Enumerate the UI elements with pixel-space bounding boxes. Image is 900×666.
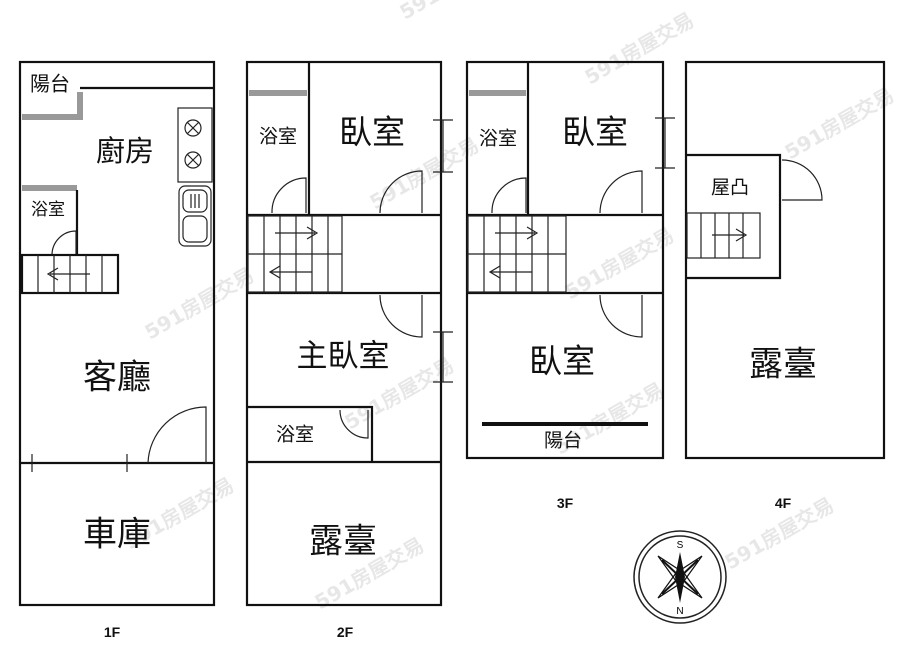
compass-icon: S N [633,530,727,624]
floor-4f: 屋凸 露臺 4F [684,60,886,511]
room-label-garage: 車庫 [83,515,151,555]
floor-label-2f: 2F [337,624,354,640]
watermark: 591房屋交易 [396,0,513,24]
compass-north-label: N [676,606,683,617]
compass-south-label: S [677,540,684,551]
stove-icon [177,107,213,183]
room-label-bath: 浴室 [479,128,517,150]
watermark: 591房屋交易 [781,83,898,165]
sink-icon [178,185,212,247]
room-label-roof: 屋凸 [711,177,749,199]
room-label-terrace: 露臺 [309,522,377,562]
watermark: 591房屋交易 [581,8,698,90]
room-label-kitchen: 廚房 [96,134,154,168]
room-label-bath: 浴室 [259,126,297,148]
room-label-bedroom: 臥室 [562,113,628,152]
floor-label-4f: 4F [775,495,792,511]
room-label-bath-2: 浴室 [276,424,314,446]
room-label-bedroom: 臥室 [339,113,405,152]
room-label-master-bedroom: 主臥室 [297,339,390,375]
room-label-balcony: 陽台 [30,72,70,96]
floor-1f: 陽台 廚房 浴室 客廳 車庫 1F [18,60,216,640]
floor-label-1f: 1F [104,624,121,640]
room-label-bedroom-2: 臥室 [529,342,595,381]
room-label-terrace: 露臺 [749,345,817,385]
stairs-icon [686,212,761,259]
watermark: 591房屋交易 [141,263,258,345]
floor-3f: 浴室 臥室 臥室 陽台 3F [465,60,675,511]
room-label-living: 客廳 [83,358,151,398]
floor-2f: 浴室 臥室 主臥室 浴室 露臺 2F [245,60,453,640]
room-label-bath: 浴室 [31,200,65,220]
room-label-balcony: 陽台 [544,430,582,452]
floor-label-3f: 3F [557,495,574,511]
